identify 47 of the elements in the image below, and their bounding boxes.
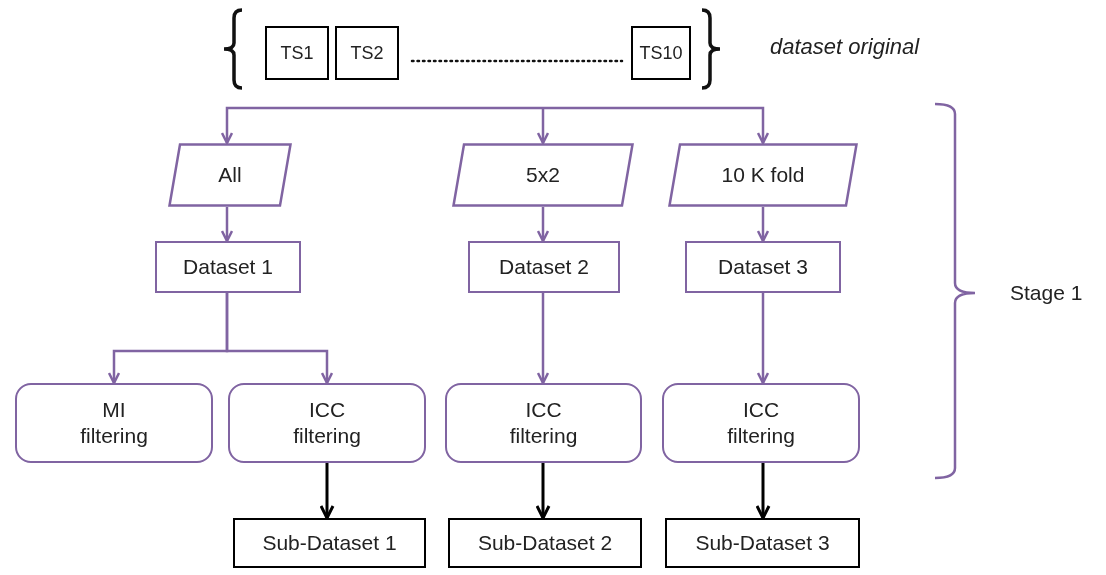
arrow bbox=[536, 207, 550, 243]
stage-label: Stage 1 bbox=[1010, 280, 1083, 306]
box-label: 5x2 bbox=[526, 161, 560, 188]
input-parallelogram bbox=[168, 143, 292, 207]
dataset-box bbox=[685, 241, 841, 293]
arrow bbox=[535, 463, 551, 520]
filter-box bbox=[15, 383, 213, 463]
filter-label: ICC filtering bbox=[727, 396, 795, 449]
box-label: Dataset 1 bbox=[183, 253, 273, 280]
box-label: Sub-Dataset 3 bbox=[695, 529, 830, 556]
box-label: All bbox=[218, 161, 242, 188]
arrow bbox=[536, 293, 550, 385]
input-parallelogram bbox=[452, 143, 634, 207]
box-label: Dataset 3 bbox=[718, 253, 808, 280]
bracket-group bbox=[222, 8, 722, 90]
filter-box bbox=[662, 383, 860, 463]
filter-label: ICC filtering bbox=[293, 396, 361, 449]
data-box bbox=[631, 26, 691, 80]
dataset-box bbox=[468, 241, 620, 293]
arrow bbox=[319, 463, 335, 520]
box-label: Sub-Dataset 2 bbox=[477, 529, 613, 556]
data-box bbox=[233, 518, 426, 568]
arrow bbox=[220, 207, 234, 243]
arrow bbox=[220, 106, 543, 145]
data-box bbox=[265, 26, 329, 80]
box-label: Dataset 2 bbox=[499, 253, 589, 280]
arrow bbox=[225, 293, 334, 385]
data-box bbox=[665, 518, 860, 568]
filter-label: ICC filtering bbox=[509, 396, 578, 449]
filter-label: MI filtering bbox=[80, 396, 148, 449]
filter-box bbox=[228, 383, 426, 463]
data-box bbox=[335, 26, 399, 80]
input-parallelogram bbox=[668, 143, 858, 207]
arrow bbox=[756, 207, 770, 243]
box-label: TS10 bbox=[639, 41, 683, 65]
arrow bbox=[756, 293, 770, 385]
box-label: 10 K fold bbox=[721, 161, 805, 188]
node-label: dataset original bbox=[770, 33, 920, 61]
arrow bbox=[543, 106, 770, 145]
dataset-box bbox=[155, 241, 301, 293]
box-label: TS2 bbox=[350, 41, 384, 65]
box-label: TS1 bbox=[280, 41, 314, 65]
data-box bbox=[448, 518, 642, 568]
arrow bbox=[755, 463, 771, 520]
arrow bbox=[536, 106, 550, 145]
box-label: Sub-Dataset 1 bbox=[262, 529, 397, 556]
filter-box bbox=[445, 383, 642, 463]
